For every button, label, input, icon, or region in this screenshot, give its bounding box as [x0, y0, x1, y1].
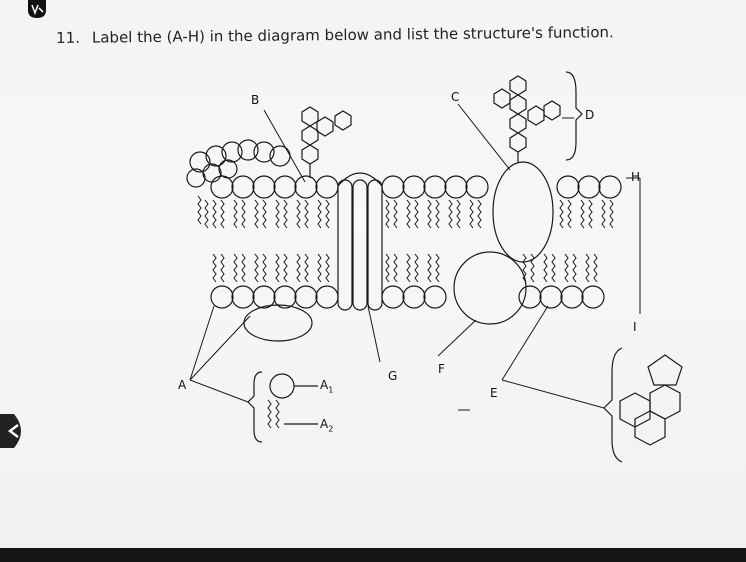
label-a: A: [178, 378, 187, 392]
label-g: G: [388, 369, 398, 383]
back-arrow-icon[interactable]: [0, 414, 28, 448]
leader-lines: [189, 103, 641, 411]
label-a1: A1: [320, 378, 334, 395]
channel-protein: [337, 172, 383, 311]
phospholipid-heads-bottom: [210, 285, 605, 309]
label-d: D: [585, 108, 595, 122]
glycoprotein: [492, 161, 554, 263]
label-c: C: [451, 90, 460, 104]
carbohydrate-chain-b: [301, 106, 352, 178]
peripheral-protein: [243, 304, 313, 342]
phospholipid-detail: [247, 371, 318, 443]
phospholipid-heads-top: [210, 175, 622, 199]
label-f: F: [438, 362, 445, 376]
label-h: H: [631, 170, 641, 184]
app-logo-icon: [28, 0, 46, 18]
page-bottom-edge: [0, 548, 746, 562]
label-a2: A2: [320, 417, 334, 434]
integral-protein: [453, 251, 527, 325]
fatty-acid-tails: [197, 195, 614, 283]
label-b: B: [251, 93, 260, 107]
carbohydrate-chain-d: [493, 71, 583, 162]
label-e: E: [490, 386, 498, 400]
phospholipid-heads-left-slant: [186, 139, 291, 188]
cholesterol: [603, 347, 683, 463]
label-i: I: [633, 320, 637, 334]
